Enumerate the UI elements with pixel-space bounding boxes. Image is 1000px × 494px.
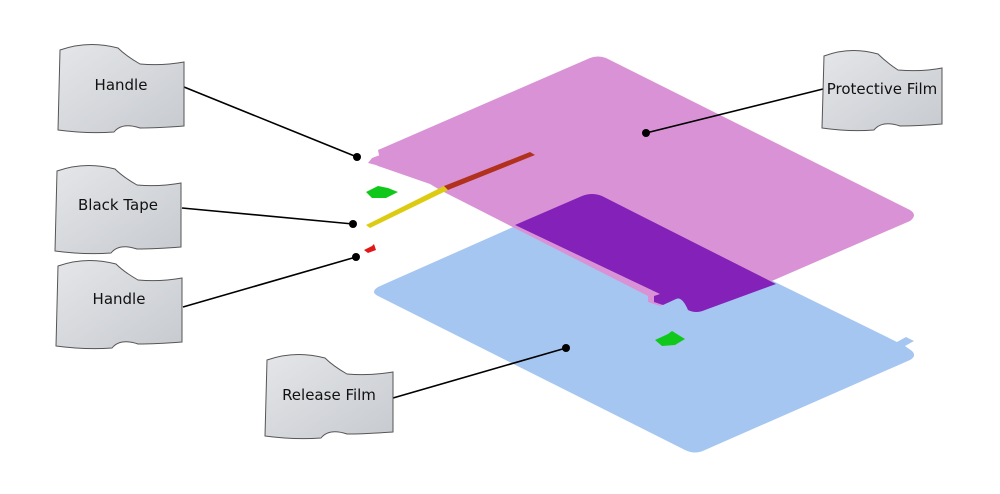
protective-film-tab [368, 147, 395, 166]
black-tape-red [444, 152, 535, 190]
label-black-tape: Black Tape [54, 165, 182, 255]
handle-release-part [655, 331, 685, 346]
label-handle-bottom: Handle [55, 260, 183, 350]
leader-black-tape [181, 207, 354, 225]
leader-release-film [392, 347, 567, 399]
label-release-film-text: Release Film [282, 386, 376, 404]
label-handle-top-text: Handle [95, 76, 148, 94]
label-protective-film-text: Protective Film [827, 80, 938, 98]
handle-top-part [366, 186, 398, 198]
leader-dot-handle-bottom [352, 253, 360, 261]
leader-dot-handle-top [353, 153, 361, 161]
label-black-tape-text: Black Tape [78, 196, 158, 214]
handle-bottom-part [364, 244, 376, 253]
label-handle-bottom-text: Handle [93, 290, 146, 308]
leader-protective-film [645, 88, 824, 134]
leader-dot-release-film [562, 344, 570, 352]
protective-film-layer [372, 56, 914, 312]
label-release-film: Release Film [264, 354, 394, 440]
leader-dot-protective-film [642, 129, 650, 137]
leader-dot-black-tape [349, 220, 357, 228]
release-film-layer [374, 194, 915, 453]
label-protective-film: Protective Film [821, 50, 943, 132]
overlap-region [515, 194, 776, 312]
leader-handle-bottom [182, 256, 357, 308]
black-tape-yellow [366, 186, 448, 228]
leader-handle-top [183, 86, 358, 158]
label-handle-top: Handle [57, 44, 185, 134]
